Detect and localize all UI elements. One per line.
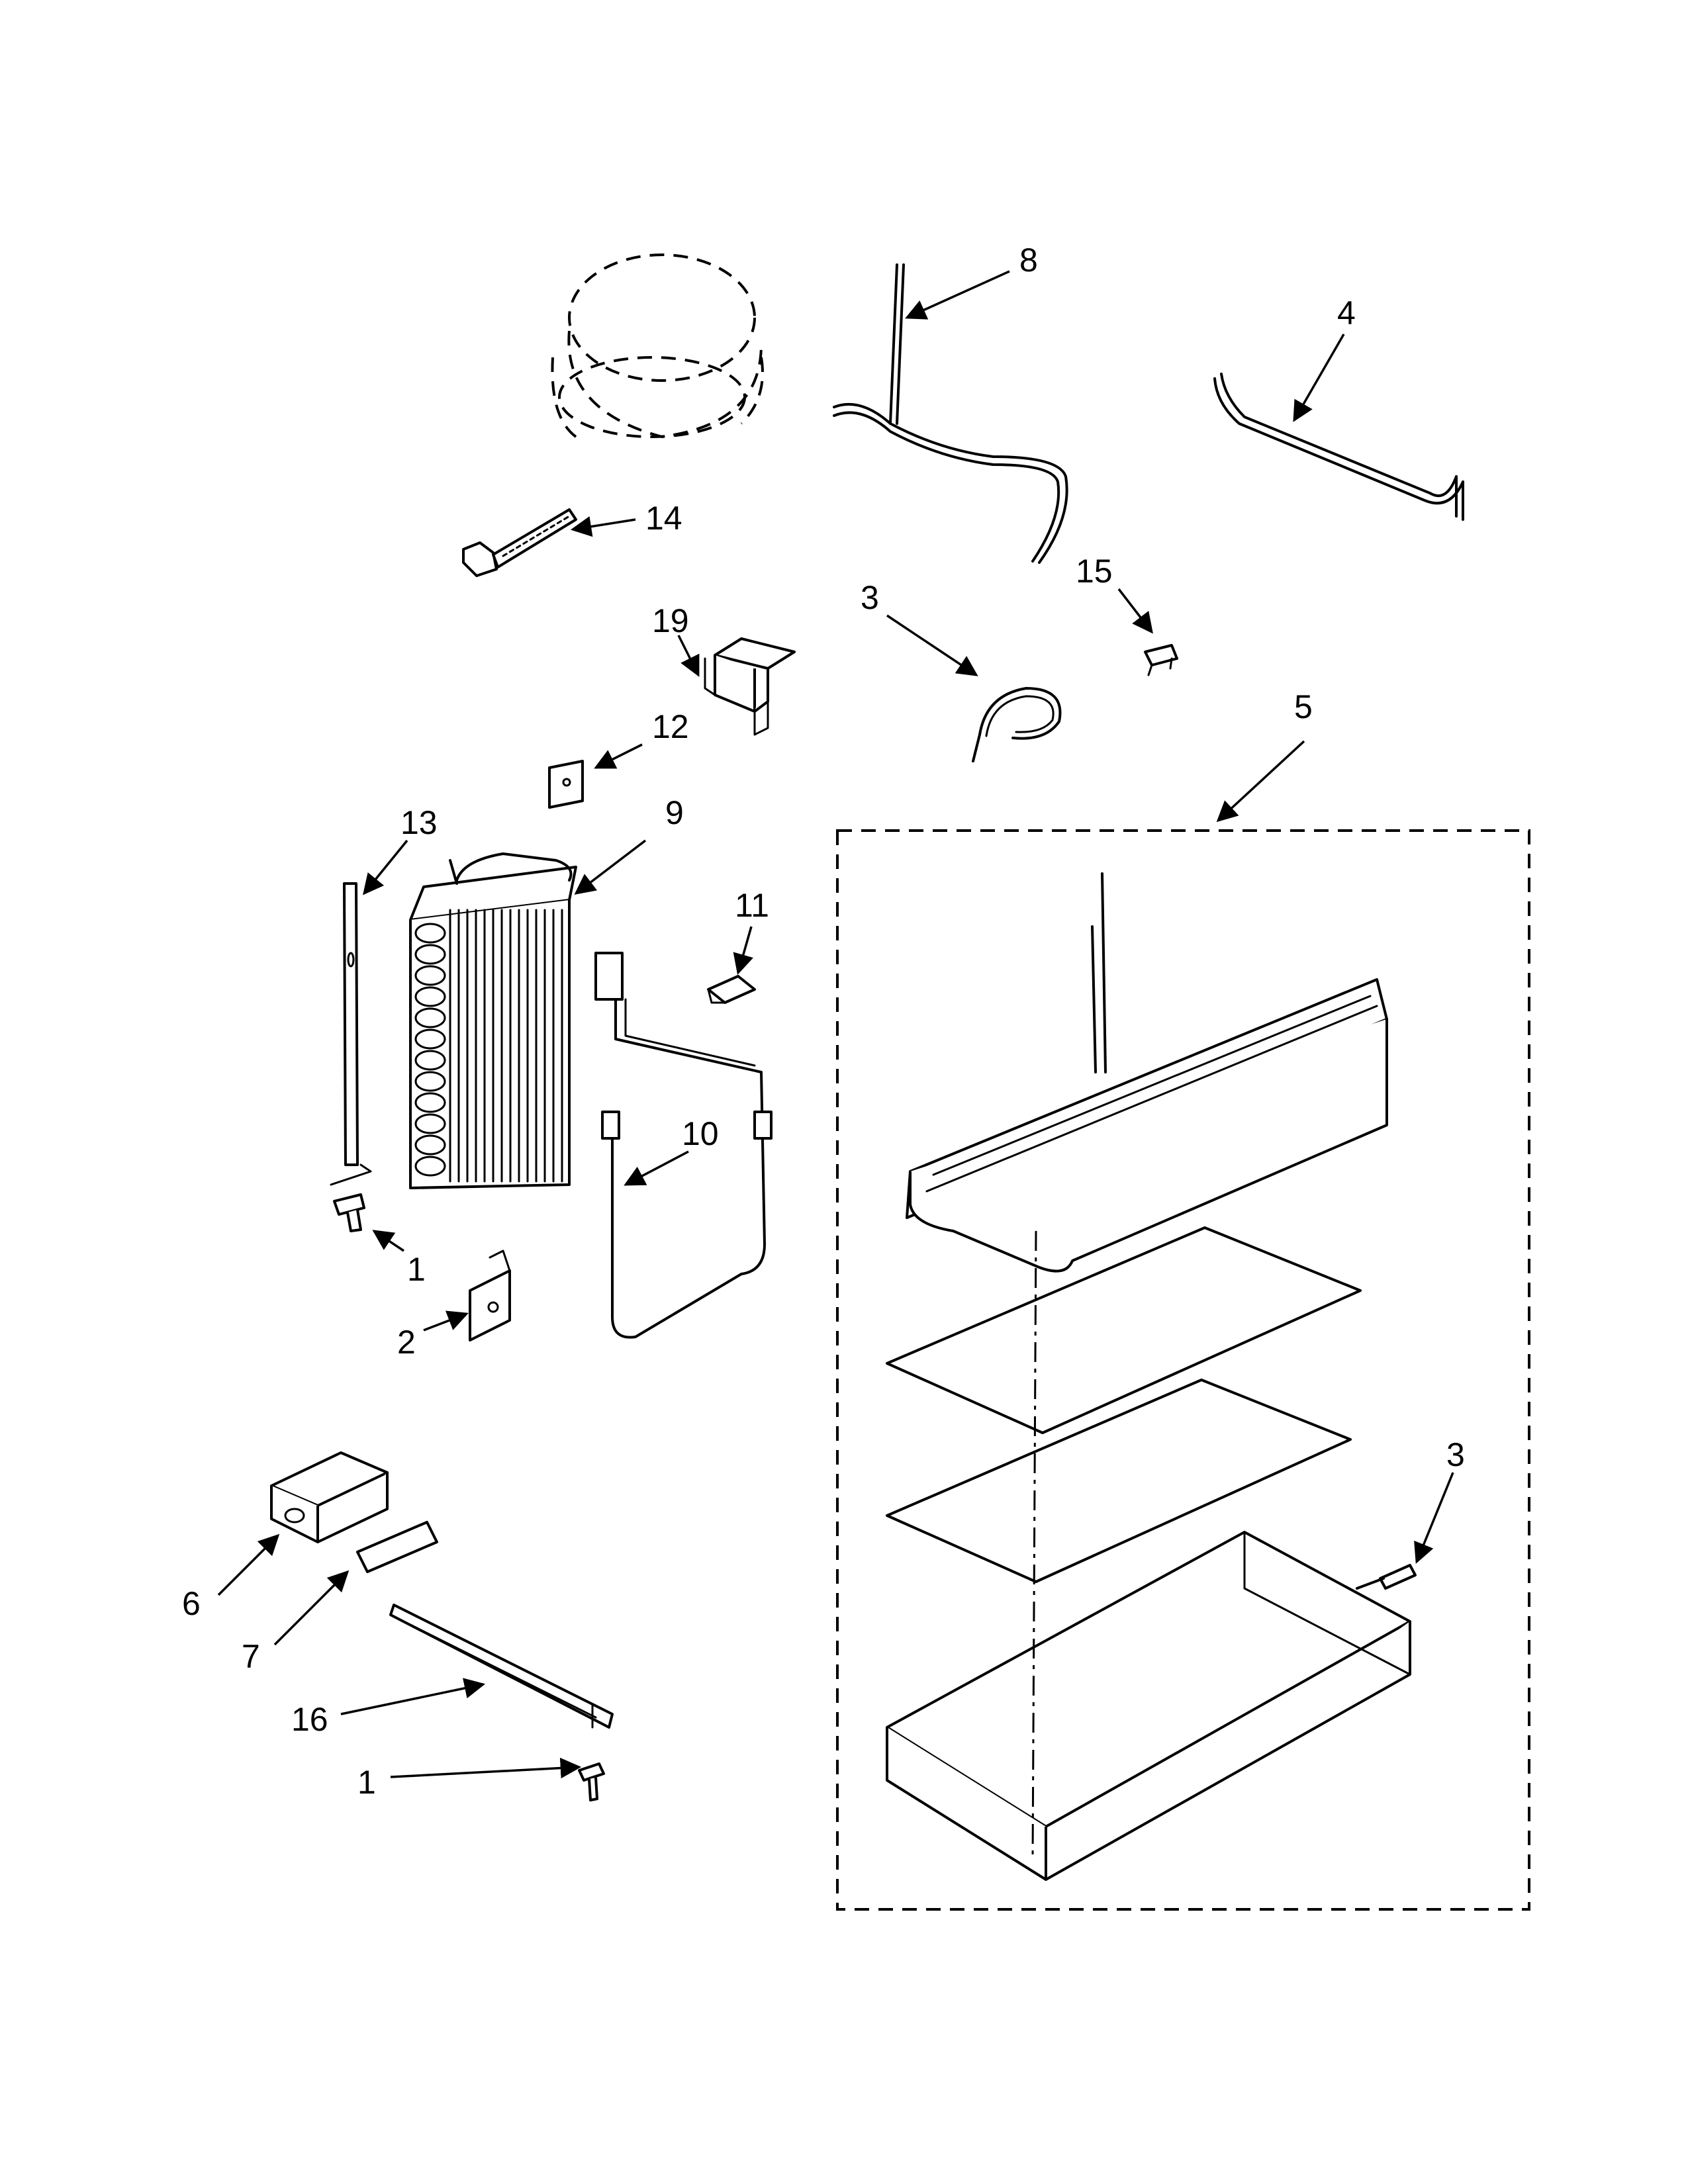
part-3-tubing-upper[interactable]	[972, 687, 1062, 762]
part-15-clip[interactable]	[1144, 644, 1178, 676]
evaporator-coil-loop	[414, 1028, 446, 1050]
callout-1-lower: 1	[357, 1764, 376, 1801]
callout-1-upper: 1	[407, 1251, 426, 1288]
callout-9: 9	[665, 794, 684, 831]
callout-5: 5	[1294, 688, 1313, 725]
callout-10: 10	[682, 1115, 719, 1152]
evaporator-coil-loop	[414, 944, 446, 965]
compressor-phantom	[551, 253, 764, 439]
part-4-tubing[interactable]	[1213, 373, 1464, 521]
callout-14: 14	[645, 500, 682, 537]
part-5-drain-pan-assembly[interactable]	[836, 829, 1530, 1911]
callout-7: 7	[242, 1638, 260, 1675]
evaporator-coil-loop	[414, 1050, 446, 1071]
part-2-clip[interactable]	[469, 1250, 511, 1342]
part-19-bracket[interactable]	[704, 637, 796, 736]
callout-3-upper: 3	[861, 579, 879, 616]
callout-15: 15	[1076, 553, 1113, 590]
callout-labels: 8 4 14 15 3 19 12 13 9 11 10 1 2 5 3 6 7…	[182, 242, 1465, 1801]
callout-13: 13	[400, 804, 438, 841]
callout-2: 2	[397, 1324, 416, 1361]
evaporator-coil-loop	[414, 1071, 446, 1092]
part-13-mounting-strip[interactable]	[330, 882, 372, 1186]
leader-lines	[217, 270, 1454, 1779]
evaporator-coil-loop	[414, 986, 446, 1007]
part-7-plate[interactable]	[356, 1521, 438, 1573]
part-10-defrost-heater[interactable]	[594, 952, 773, 1339]
evaporator-coil-loop	[414, 923, 446, 944]
part-1-screw-upper[interactable]	[333, 1193, 365, 1232]
callout-6: 6	[182, 1585, 201, 1622]
callout-19: 19	[652, 602, 689, 639]
evaporator-coil-loop	[414, 1156, 446, 1177]
part-9-evaporator[interactable]	[409, 852, 577, 1189]
callout-16: 16	[291, 1701, 328, 1738]
part-16-strip[interactable]	[389, 1604, 614, 1729]
part-11-clip[interactable]	[707, 975, 756, 1004]
callout-3-lower: 3	[1446, 1436, 1465, 1473]
evaporator-coil-loop	[414, 965, 446, 986]
part-3-screw[interactable]	[1356, 1564, 1417, 1590]
callout-4: 4	[1337, 295, 1356, 332]
evaporator-coil-loop	[414, 1007, 446, 1028]
evaporator-coil-loop	[414, 1092, 446, 1113]
part-12-plate[interactable]	[548, 760, 584, 809]
callout-8: 8	[1019, 242, 1038, 279]
part-6-cover[interactable]	[270, 1451, 389, 1543]
part-8-tubing[interactable]	[833, 263, 1068, 564]
part-1-screw-lower[interactable]	[578, 1762, 605, 1801]
callout-11: 11	[735, 887, 769, 924]
callout-12: 12	[652, 708, 689, 745]
evaporator-coil-loop	[414, 1134, 446, 1156]
part-14-cable-tie[interactable]	[462, 508, 577, 577]
evaporator-coil-loop	[414, 1113, 446, 1134]
